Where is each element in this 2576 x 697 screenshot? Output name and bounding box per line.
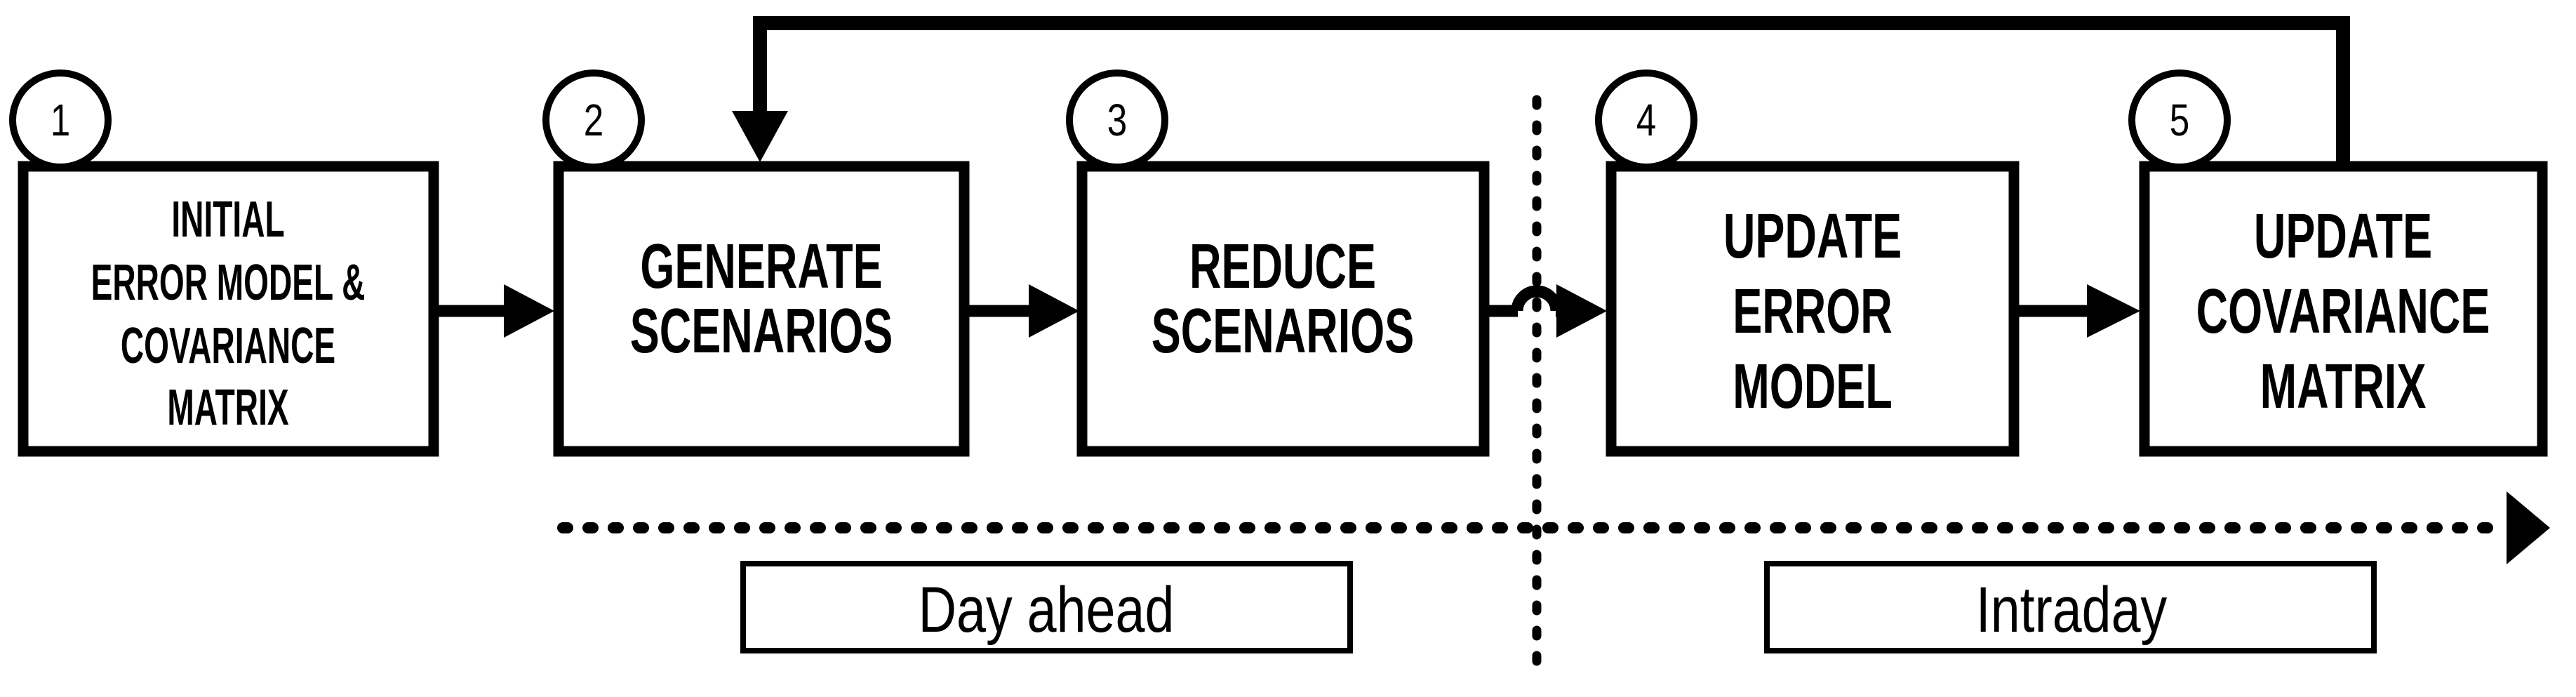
step-1-label-line: INITIAL (171, 190, 284, 247)
step-2-label-line: SCENARIOS (630, 296, 893, 366)
step-1-label-line: COVARIANCE (121, 317, 335, 373)
arrow-step3-to-step4 (1489, 284, 1607, 338)
step-4-label-line: UPDATE (1723, 201, 1902, 272)
arrow-step4-to-step5 (2019, 284, 2140, 338)
step-4-label-line: MODEL (1733, 352, 1892, 422)
arrowhead-icon (1556, 284, 1607, 338)
step-box-outline (2139, 161, 2548, 457)
step-number: 1 (51, 96, 70, 146)
step-1-label-line: MATRIX (167, 378, 288, 435)
step-number-circle (1595, 69, 1697, 171)
step-number-circle (2128, 69, 2231, 171)
step-box-1: INITIAL ERROR MODEL & COVARIANCE MATRIX … (9, 69, 439, 457)
step-box-outline (18, 161, 439, 457)
step-3-label-line: SCENARIOS (1152, 296, 1415, 366)
step-2-label-line: GENERATE (640, 232, 882, 302)
step-box-outline (553, 161, 970, 457)
step-box-3: REDUCE SCENARIOS 3 (1066, 69, 1490, 457)
step-5-label-line: UPDATE (2254, 201, 2432, 272)
arrowhead-icon (504, 284, 554, 338)
line-hop-arc (1511, 285, 1563, 312)
step-number-circle (1066, 69, 1168, 171)
phase-label-intraday: Intraday (1764, 561, 2377, 653)
step-number: 5 (2170, 96, 2189, 146)
step-box-outline (1076, 161, 1490, 457)
phase-label-outline (1764, 561, 2377, 653)
step-3-label-line: REDUCE (1189, 232, 1376, 302)
step-number-circle (9, 69, 112, 171)
step-number-circle (542, 69, 645, 171)
arrow-step2-to-step3 (969, 284, 1079, 338)
timeline-arrowhead-icon (2507, 491, 2550, 564)
arrowhead-icon (1029, 284, 1079, 338)
step-1-label-line: ERROR MODEL & (91, 253, 366, 310)
step-number: 3 (1107, 96, 1127, 146)
step-5-label-line: MATRIX (2260, 352, 2427, 422)
feedback-loop-line (753, 16, 2350, 163)
step-5-label-line: COVARIANCE (2196, 277, 2490, 347)
feedback-arrowhead-icon (732, 111, 788, 162)
step-number: 2 (584, 96, 603, 146)
step-number: 4 (1636, 96, 1656, 146)
phase-label-day-ahead: Day ahead (740, 561, 1353, 653)
phase-label-outline (740, 561, 1353, 653)
step-4-label-line: ERROR (1733, 277, 1892, 347)
step-box-2: GENERATE SCENARIOS 2 (542, 69, 970, 457)
arrow-step1-to-step2 (437, 284, 554, 338)
arrowhead-icon (2087, 284, 2140, 338)
step-box-outline (1606, 161, 2020, 457)
step-box-4: UPDATE ERROR MODEL 4 (1595, 69, 2020, 457)
phase-label-text: Intraday (1976, 573, 2168, 646)
phase-label-text: Day ahead (919, 573, 1175, 646)
step-box-5: UPDATE COVARIANCE MATRIX 5 (2128, 69, 2548, 457)
